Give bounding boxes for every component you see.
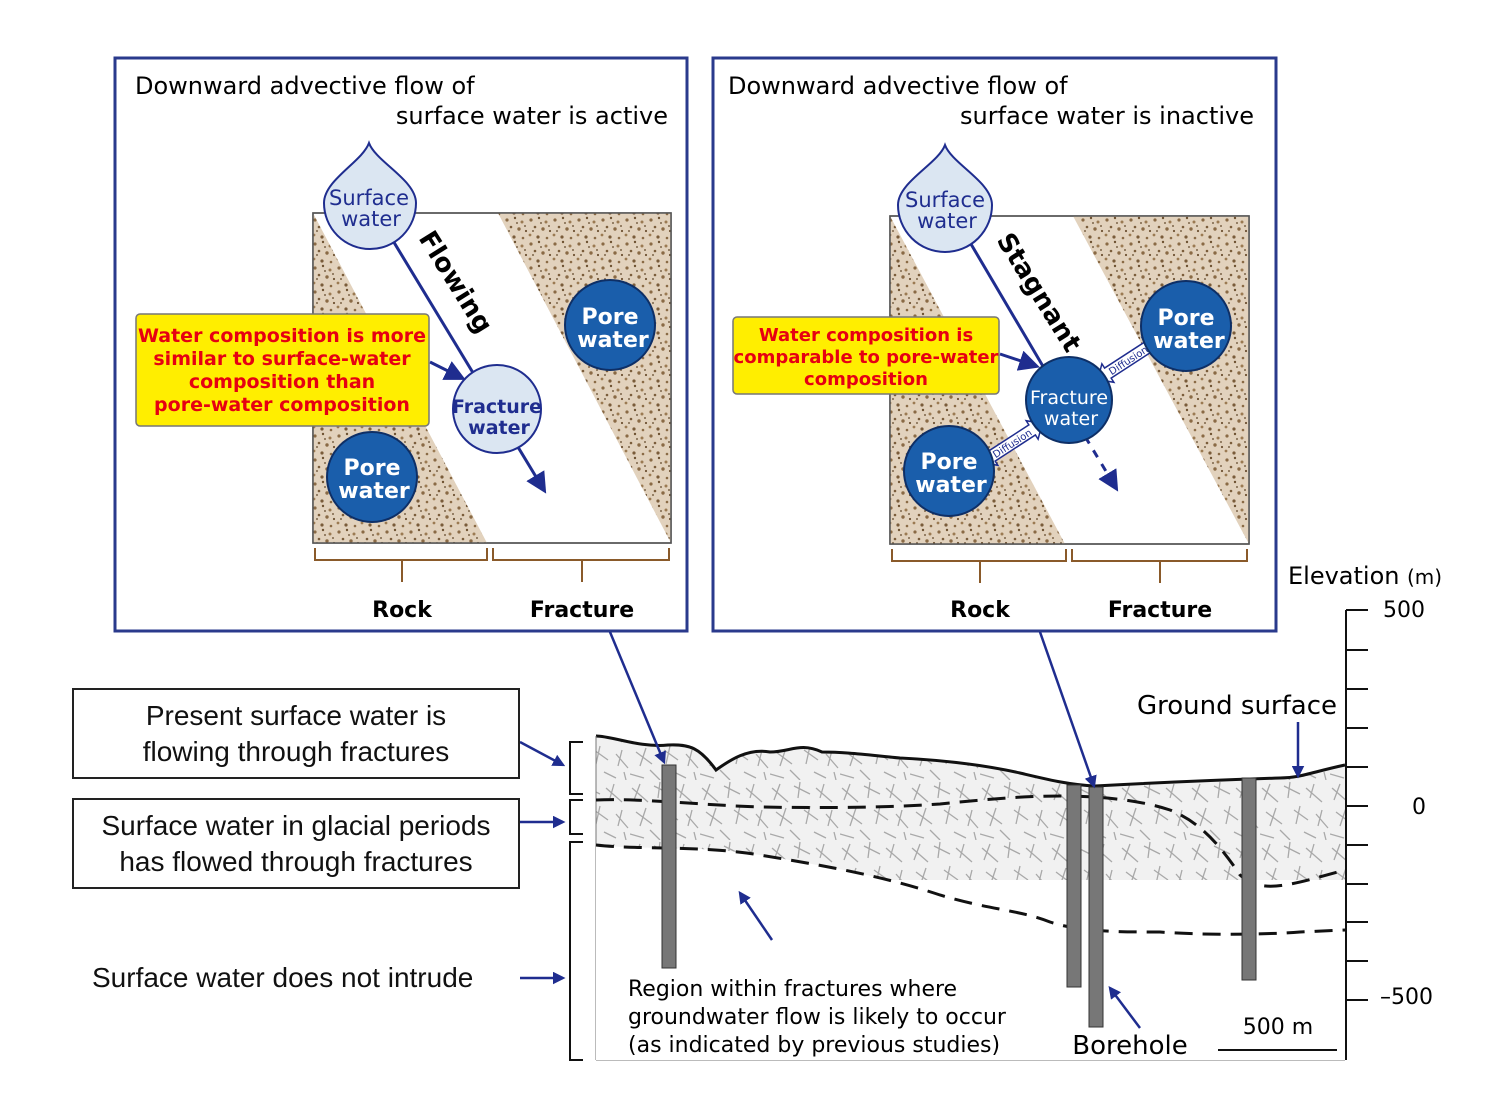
zone-label-glacial-line2: has flowed through fractures — [119, 845, 473, 877]
rock-brace-active — [314, 548, 488, 582]
borehole-label-arrow — [1108, 986, 1141, 1029]
surface-water-label-inactive-1: Surface — [905, 188, 985, 212]
zone-label-present: Present surface water is flowing through… — [72, 688, 520, 779]
panel-active-title-line1: Downward advective flow of — [135, 72, 475, 100]
zone-label-no-intrusion: Surface water does not intrude — [92, 962, 474, 993]
elevation-axis-unit: (m) — [1407, 565, 1442, 589]
elevation-axis-title: Elevation — [1288, 562, 1399, 590]
fracture-water-circle-active — [452, 364, 542, 454]
borehole-3 — [1088, 786, 1104, 1028]
glacial-boundary-line — [595, 794, 1346, 888]
callout-box-active — [135, 313, 430, 427]
callout-arrow-active — [429, 360, 466, 380]
bracket-no-intrusion — [569, 841, 583, 1061]
panel-active: Downward advective flow of surface water… — [113, 56, 689, 633]
callout-active-line1: Water composition is more — [138, 325, 426, 347]
bracket-glacial — [569, 799, 583, 835]
rock-label-inactive: Rock — [950, 598, 1011, 623]
scale-bar-label: 500 m — [1243, 1015, 1313, 1040]
fracture-water-label-active-2: water — [468, 417, 530, 439]
surface-water-label-active-2: water — [341, 207, 401, 231]
callout-active-line4: pore-water composition — [154, 394, 410, 416]
region-note-line2: groundwater flow is likely to occur — [628, 1005, 1007, 1030]
connector-active — [608, 631, 666, 765]
fracture-brace-inactive — [1071, 549, 1248, 583]
fracture-water-label-inactive-2: water — [1044, 408, 1098, 430]
elevation-tick-minus-500: –500 — [1380, 985, 1433, 1010]
pore-water-label-active-left-1: Pore — [343, 456, 400, 481]
fracture-water-label-inactive-1: Fracture — [1030, 387, 1108, 409]
pore-water-circle-active-right — [564, 279, 656, 371]
pore-water-label-inactive-right-1: Pore — [1157, 306, 1214, 331]
pore-water-label-active-right-2: water — [577, 328, 649, 353]
zone-label-present-line2: flowing through fractures — [142, 735, 450, 767]
borehole-2 — [1066, 784, 1082, 988]
panel-inactive-title-line1: Downward advective flow of — [728, 72, 1068, 100]
callout-inactive-line1: Water composition is — [759, 325, 973, 346]
elevation-tick-500: 500 — [1383, 598, 1425, 623]
fracture-label-active: Fracture — [530, 598, 634, 623]
surface-water-label-active-1: Surface — [329, 186, 409, 210]
intrusion-limit-line — [595, 843, 1346, 936]
rock-label-active: Rock — [372, 598, 433, 623]
panel-inactive: Downward advective flow of surface water… — [711, 56, 1278, 633]
fracture-water-circle-inactive — [1025, 356, 1113, 444]
zone-label-glacial: Surface water in glacial periods has flo… — [72, 798, 520, 889]
pore-water-label-inactive-left-2: water — [915, 473, 987, 498]
elevation-tick-0: 0 — [1412, 795, 1426, 820]
callout-active-line2: similar to surface-water — [153, 348, 411, 370]
callout-inactive-line2: comparable to pore-water — [734, 347, 999, 368]
ground-surface-label: Ground surface — [1137, 691, 1337, 721]
callout-box-inactive — [732, 316, 1000, 395]
borehole-1 — [661, 764, 677, 969]
surface-water-drop-inactive — [896, 142, 994, 253]
zone-label-glacial-line1: Surface water in glacial periods — [101, 809, 491, 841]
pore-water-circle-active-left — [326, 431, 418, 523]
fracture-water-label-active-1: Fracture — [452, 396, 542, 418]
surface-water-drop-active — [322, 140, 418, 250]
connector-inactive — [1038, 631, 1097, 789]
surface-water-label-inactive-2: water — [917, 209, 977, 233]
cross-section: 500 0 –500 Elevation (m) 500 m Ground su… — [519, 562, 1442, 1061]
region-note-line1: Region within fractures where — [628, 977, 957, 1002]
panel-inactive-title-line2: surface water is inactive — [960, 102, 1254, 130]
fracture-brace-active — [492, 548, 670, 582]
flow-line-inactive — [956, 221, 1046, 369]
pore-water-label-active-left-2: water — [338, 479, 410, 504]
ground-surface-line — [595, 734, 1346, 788]
pore-water-circle-inactive-left — [903, 425, 995, 517]
elevation-axis-ticks — [1346, 609, 1368, 1001]
rock-brace-inactive — [891, 549, 1067, 583]
region-note-line3: (as indicated by previous studies) — [628, 1033, 1000, 1058]
pore-water-circle-inactive-right — [1140, 280, 1232, 372]
borehole-4 — [1241, 777, 1257, 981]
pore-water-label-inactive-left-1: Pore — [920, 450, 977, 475]
borehole-label: Borehole — [1072, 1031, 1187, 1061]
callout-arrow-inactive — [999, 350, 1040, 371]
region-note-arrow — [738, 890, 774, 941]
pore-water-label-inactive-right-2: water — [1153, 329, 1225, 354]
callout-active-line3: composition than — [189, 371, 375, 393]
panel-active-title-line2: surface water is active — [396, 102, 668, 130]
zone-label-present-line1: Present surface water is — [145, 699, 447, 731]
pore-water-label-active-right-1: Pore — [581, 305, 638, 330]
arrow-present — [519, 740, 566, 767]
fracture-label-inactive: Fracture — [1108, 598, 1212, 623]
callout-inactive-line3: composition — [804, 369, 928, 390]
bracket-present — [569, 741, 583, 795]
